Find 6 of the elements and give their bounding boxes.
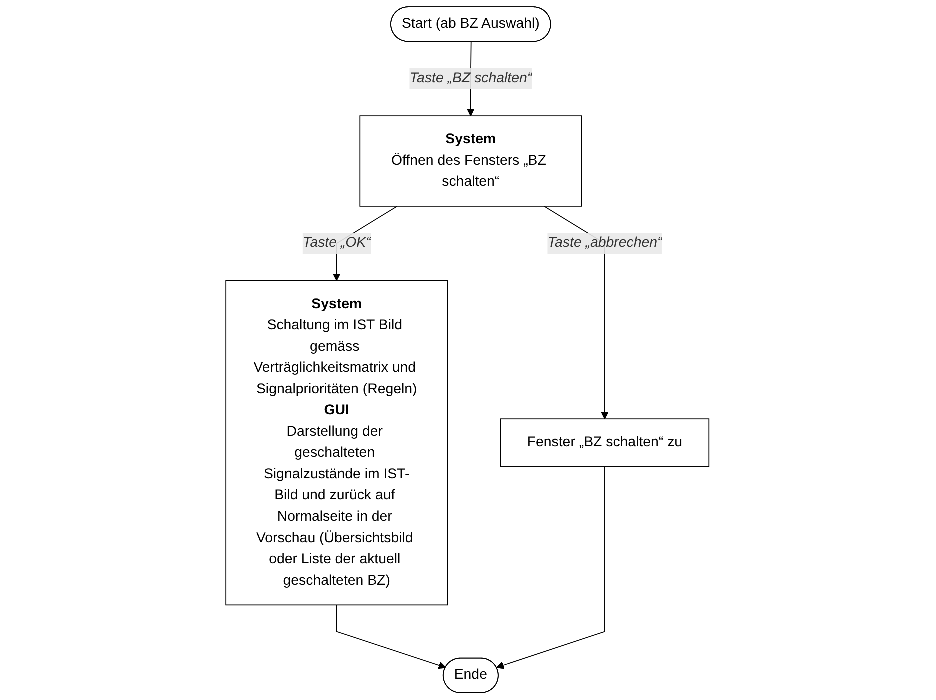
node-box: System Schaltung im IST Bild gemäss Verträglichkeitsmatrix und Signalprioritäten (Regeln) GUI Darstellung der geschalteten Signalzustände im IST-Bild und zurück auf Normalseite in der Vorschau (Übersichtsbild oder Liste der aktuell geschalteten BZ) [226, 280, 448, 606]
node-box: System Öffnen des Fensters „BZ schalten“ [360, 116, 582, 207]
node-box: Fenster „BZ schalten“ zu [500, 418, 710, 468]
arrow [496, 466, 606, 670]
edge-label: Taste „abbrechen“ [548, 236, 663, 251]
arrow [336, 604, 447, 670]
